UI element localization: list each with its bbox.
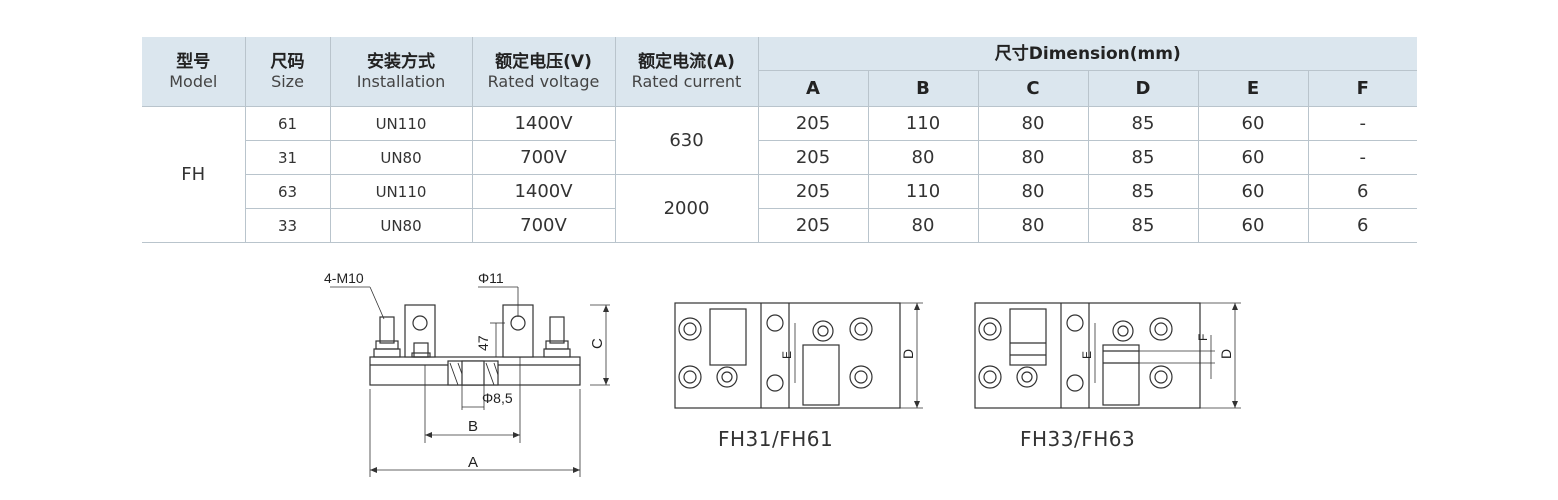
caption-fh33-fh63: FH33/FH63 [1020, 427, 1136, 451]
dim-b-label: B [468, 418, 478, 435]
dim-e-label: E [780, 351, 794, 359]
dim-cell: 205 [757, 106, 869, 141]
dim-cell: 205 [757, 140, 869, 175]
header-dim-b: B [867, 70, 979, 107]
dim-cell: 85 [1087, 106, 1199, 141]
bore-label: Φ8,5 [482, 390, 513, 406]
dim-f-label: F [1196, 334, 1210, 341]
dim-cell: 85 [1087, 140, 1199, 175]
header-dim-a: A [758, 70, 869, 107]
dim-cell: - [1307, 140, 1418, 175]
installation-cell: UN80 [329, 140, 473, 175]
dim-cell: 80 [867, 140, 979, 175]
size-cell: 33 [245, 208, 331, 243]
dim-cell: 80 [977, 208, 1089, 243]
dim-cell: 205 [757, 208, 869, 243]
table-row: 31 UN80 700V 205 80 80 85 60 - [142, 140, 1418, 175]
table-row: 63 UN110 1400V 2000 205 110 80 85 60 6 [142, 174, 1418, 243]
table-row: FH 61 UN110 1400V 630 205 110 80 85 60 - [142, 106, 1418, 243]
voltage-cell: 1400V [471, 174, 616, 209]
header-dim-f: F [1307, 70, 1418, 107]
header-dim-d: D [1087, 70, 1199, 107]
dim-cell: 110 [867, 174, 979, 209]
current-cell: 630 [614, 106, 759, 175]
height-label: 47 [475, 335, 491, 351]
caption-fh31-fh61: FH31/FH61 [718, 427, 834, 451]
dim-c-label: C [589, 338, 606, 349]
dim-cell: 6 [1307, 174, 1418, 209]
installation-cell: UN110 [329, 106, 473, 141]
top-view-fh33-diagram: D E F [974, 302, 1241, 409]
model-cell: FH [142, 106, 246, 243]
dim-cell: 85 [1087, 208, 1199, 243]
dim-cell: 60 [1197, 140, 1309, 175]
current-cell: 2000 [614, 174, 759, 243]
dim-a-label: A [468, 454, 478, 471]
hole-label: Φ11 [478, 270, 504, 286]
header-rated-voltage: 额定电压(V)Rated voltage [471, 37, 616, 107]
dim-cell: 60 [1197, 106, 1309, 141]
dim-cell: - [1307, 106, 1418, 141]
dim-cell: 80 [977, 174, 1089, 209]
thread-label: 4-M10 [324, 270, 364, 286]
size-cell: 31 [245, 140, 331, 175]
dim-d-label: D [900, 349, 916, 359]
dim-e-label: E [1080, 351, 1094, 359]
dim-cell: 110 [867, 106, 979, 141]
voltage-cell: 1400V [471, 106, 616, 141]
dim-d-label: D [1218, 349, 1234, 359]
installation-cell: UN110 [329, 174, 473, 209]
dim-cell: 80 [977, 106, 1089, 141]
header-dim-c: C [977, 70, 1089, 107]
header-dimension: 尺寸Dimension(mm) [757, 37, 1418, 71]
dim-cell: 6 [1307, 208, 1418, 243]
dim-cell: 85 [1087, 174, 1199, 209]
installation-cell: UN80 [329, 208, 473, 243]
dim-cell: 60 [1197, 174, 1309, 209]
voltage-cell: 700V [471, 140, 616, 175]
side-view-diagram: 4-M10 Φ11 47 Φ8,5 B A C [324, 270, 610, 477]
header-rated-current: 额定电流(A)Rated current [614, 37, 759, 107]
dim-cell: 60 [1197, 208, 1309, 243]
top-view-fh31-diagram: D E [674, 302, 923, 409]
size-cell: 63 [245, 174, 331, 209]
dim-cell: 80 [867, 208, 979, 243]
dim-cell: 205 [757, 174, 869, 209]
size-cell: 61 [244, 106, 331, 141]
dim-cell: 80 [977, 140, 1089, 175]
table-row: 33 UN80 700V 205 80 80 85 60 6 [142, 208, 1418, 243]
header-dim-e: E [1197, 70, 1309, 107]
voltage-cell: 700V [471, 208, 616, 243]
